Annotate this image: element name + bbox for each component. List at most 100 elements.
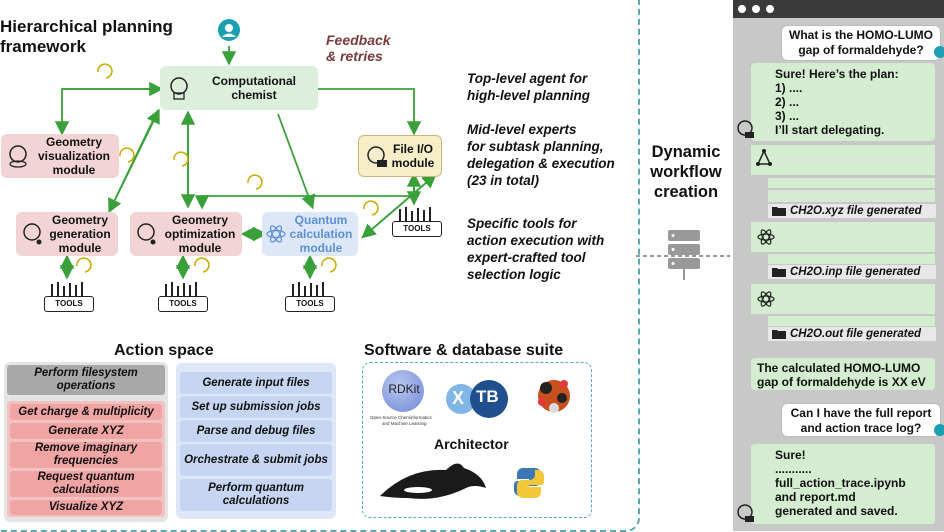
wrench-icon [51,282,83,296]
framework-title: Hierarchical planning framework [0,17,173,57]
message-line: 1) .... [775,81,803,95]
node-label: module [58,241,102,255]
agent-step-bar [751,284,935,314]
node-label: Geometry [171,213,228,227]
node-label: chemist [231,88,277,102]
action-filesystem: Perform filesystem operations [7,365,165,395]
atom-step-icon [757,229,775,245]
folder-icon [772,206,786,216]
action-blue-item: Generate input files [180,372,332,394]
tools-label: TOOLS [44,296,94,312]
description-line: Specific tools for [467,216,577,231]
message-line: ........... [775,462,812,476]
agent-icon [9,145,27,168]
architector-label: Architector [434,436,509,452]
software-suite-box [362,362,592,518]
tools-icon: TOOLS [44,278,94,312]
action-space-title: Action space [114,342,214,359]
message-line: full_action_trace.ipynb [775,476,906,490]
message-line: Sure! [775,448,806,462]
agent-message: Sure! ........... full_action_trace.ipyn… [751,444,935,524]
agent-step-bar [751,145,935,175]
tools-icon: TOOLS [392,203,442,237]
action-blue-item: Perform quantum calculations [180,479,332,511]
rdkit-subtitle: and Machine Learning [382,421,427,426]
description-line: for subtask planning, [467,139,604,154]
message-line: What is the HOMO-LUMO [789,28,933,42]
description-line: delegation & execution [467,156,615,171]
tools-description: Specific tools for action execution with… [467,215,604,283]
chat-titlebar [733,0,944,18]
molecule-icon [538,380,570,413]
server-icon [636,230,730,280]
description-line: action execution with [467,233,605,248]
message-line: The calculated HOMO-LUMO [757,361,921,375]
node-label: module [178,241,222,255]
agent-icon [23,223,42,245]
agent-message: Sure! Here’s the plan: 1) .... 2) ... 3)… [751,63,935,141]
file-generated-text: CH2O.xyz file generated [790,205,922,217]
framework-arrows [54,46,437,280]
message-line: generated and saved. [775,504,898,518]
atom-icon [266,225,286,243]
tools-icon: TOOLS [285,278,335,312]
feedback-label: Feedback & retries [326,32,391,64]
user-icon [218,19,240,41]
node-label: optimization [164,227,236,241]
message-line: gap of formaldehyde is XX eV [757,375,926,389]
file-generated-inp: CH2O.inp file generated [768,265,936,279]
wrench-icon [292,282,324,296]
node-label: Quantum [294,213,348,227]
mid-level-description: Mid-level experts for subtask planning, … [467,121,615,189]
message-line: gap of formaldehyde? [798,43,924,57]
file-generated-out: CH2O.out file generated [768,327,936,341]
software-suite-title: Software & database suite [364,342,564,359]
window-dot-icon[interactable] [766,5,774,13]
action-blue-item: Orchestrate & submit jobs [180,444,332,476]
agent-avatar-icon [737,504,754,522]
tools-icon: TOOLS [158,278,208,312]
agent-step-bar [768,178,935,188]
agent-step-bar [768,190,935,202]
action-red-item: Generate XYZ [10,423,162,439]
atom-step-icon [757,291,775,307]
rdkit-logo: RDKit Open-Source Cheminformatics and Ma… [370,370,450,430]
description-line: expert-crafted tool [467,250,586,265]
agent-result-message: The calculated HOMO-LUMO gap of formalde… [751,358,935,390]
molecule-step-icon [756,149,772,166]
user-message: What is the HOMO-LUMO gap of formaldehyd… [781,25,941,61]
node-label: calculation [289,227,353,241]
description-line: Top-level agent for [467,71,588,86]
node-label: File I/O [392,142,433,156]
agent-icon [170,77,188,100]
workflow-label-line: Dynamic [651,143,721,161]
xtb-logo: X TB [442,378,510,420]
message-line: and action trace log? [800,421,922,435]
folder-icon [772,267,786,277]
window-dot-icon[interactable] [738,5,746,13]
file-generated-text: CH2O.out file generated [790,328,921,340]
user-avatar [934,424,944,436]
rdkit-text: RDKit [388,382,420,396]
description-line: Mid-level experts [467,122,577,137]
xtb-x: X [452,388,465,408]
user-message: Can I have the full report and action tr… [781,403,941,437]
action-red-item: Request quantum calculations [10,471,162,497]
window-dot-icon[interactable] [752,5,760,13]
agent-step-bar [768,316,935,326]
node-label: module [299,241,343,255]
node-label: Geometry [45,135,103,149]
agent-avatar-icon [737,120,754,138]
agent-step-bar [751,222,935,252]
user-avatar [934,46,944,58]
node-label: Computational [212,74,296,88]
agent-icon [137,223,156,245]
xtb-tb: TB [476,387,499,406]
action-red-item: Remove imaginary frequencies [10,442,162,468]
agent-icon [367,146,387,167]
action-blue-item: Parse and debug files [180,420,332,442]
workflow-label-line: creation [653,183,719,201]
python-icon [513,468,545,498]
